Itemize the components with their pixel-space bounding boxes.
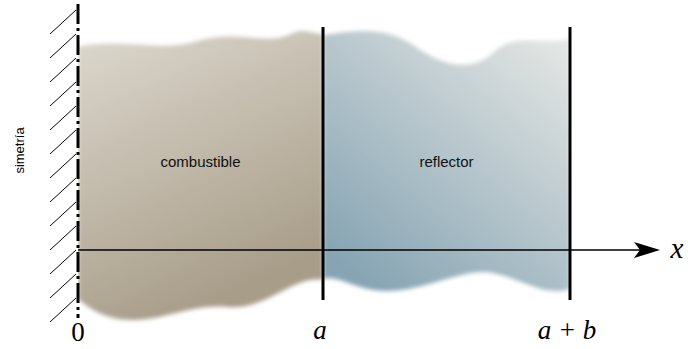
- outer-boundary-line: [569, 27, 572, 300]
- region-fill: [78, 25, 323, 325]
- origin-label: 0: [71, 319, 85, 346]
- hatch-stroke: [50, 226, 76, 250]
- interface-line: [322, 27, 325, 300]
- axis-label: x: [671, 234, 684, 263]
- fuel-region: combustible: [78, 25, 323, 325]
- region-shape: [323, 31, 570, 291]
- hatch-stroke: [50, 178, 76, 202]
- reflector-region: reflector: [323, 25, 570, 325]
- hatch-stroke: [50, 82, 76, 106]
- region-fill: [323, 25, 570, 325]
- hatch-stroke: [50, 250, 76, 274]
- hatch-stroke: [50, 130, 76, 154]
- symmetry-hatch: [50, 10, 76, 322]
- hatch-stroke: [50, 274, 76, 298]
- hatch-stroke: [50, 10, 76, 34]
- region-shape: [78, 31, 323, 320]
- hatch-stroke: [50, 202, 76, 226]
- region-name: reflector: [323, 153, 570, 170]
- hatch-stroke: [50, 58, 76, 82]
- dimension-label: a + b: [538, 317, 597, 344]
- region-name: combustible: [78, 153, 323, 170]
- hatch-stroke: [50, 34, 76, 58]
- x-axis: [78, 249, 648, 251]
- hatch-stroke: [50, 154, 76, 178]
- symmetry-label: simetría: [13, 127, 26, 173]
- dimension-label: a: [313, 317, 327, 344]
- hatch-stroke: [50, 106, 76, 130]
- symmetry-line: [77, 4, 80, 318]
- axis-arrowhead: [634, 242, 660, 258]
